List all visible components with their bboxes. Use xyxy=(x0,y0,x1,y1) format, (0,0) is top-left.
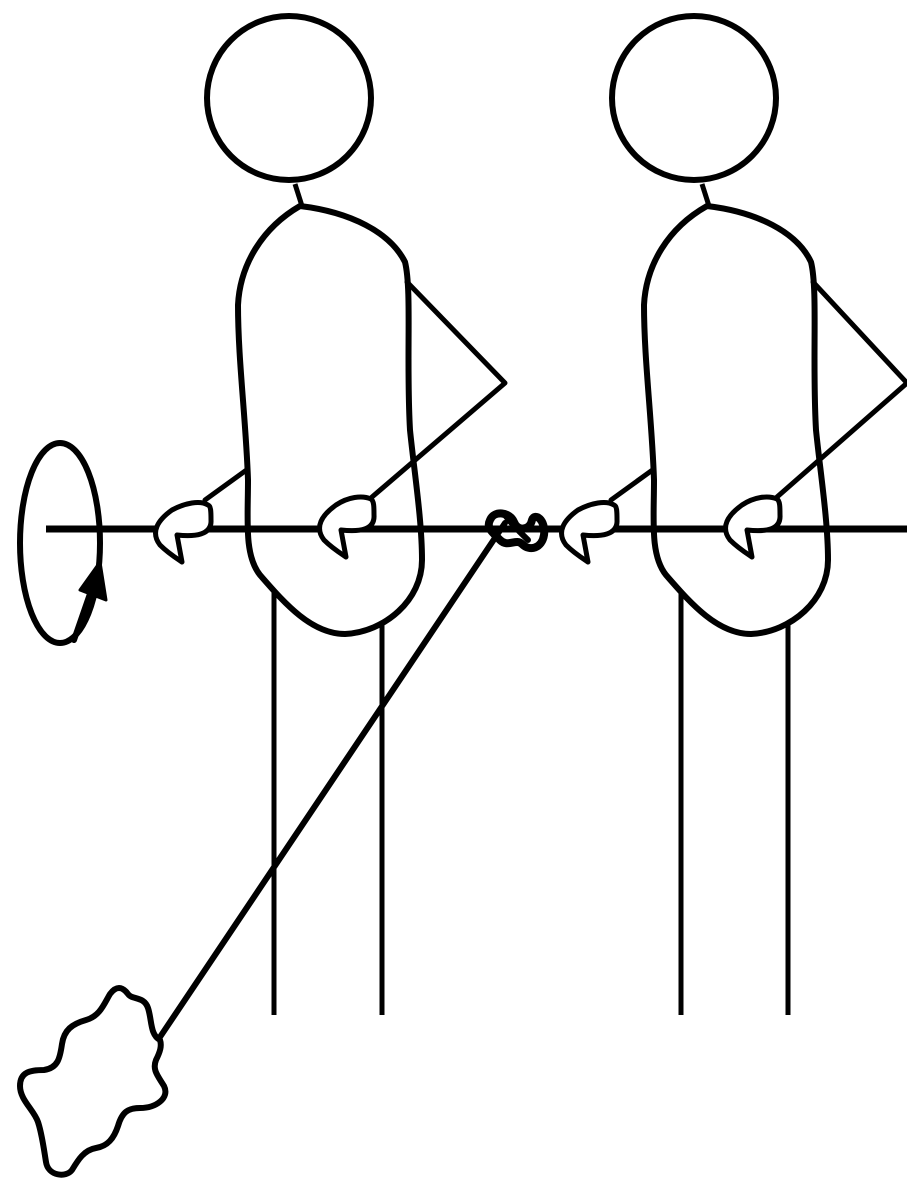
right-person-hand-back xyxy=(562,503,618,562)
left-person-neck xyxy=(295,184,302,206)
right-person-head xyxy=(612,16,776,180)
rotation-indicator xyxy=(20,443,106,643)
right-person-neck xyxy=(702,184,709,206)
left-person-hand-back xyxy=(156,503,212,562)
left-person-torso xyxy=(238,206,422,634)
irregular-blob-object xyxy=(20,988,165,1175)
rotation-ellipse xyxy=(20,443,100,643)
rotation-arrowhead-icon xyxy=(80,562,106,600)
right-person-torso xyxy=(644,206,828,634)
left-person-head xyxy=(207,16,371,180)
